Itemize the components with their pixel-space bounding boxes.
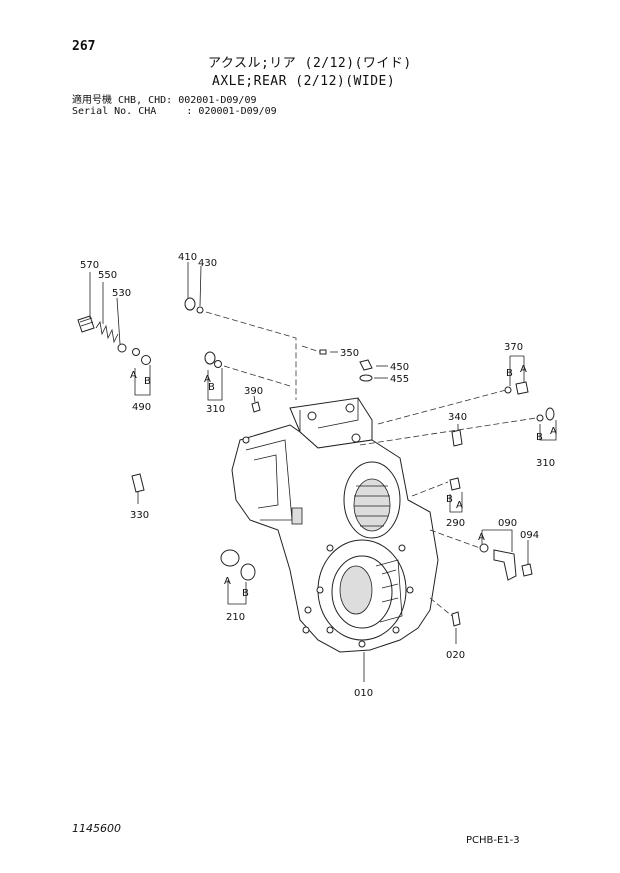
sensor-090 (479, 543, 517, 581)
ball-530 (117, 343, 127, 353)
letter-b-310-left: B (208, 382, 215, 393)
letter-b-210: B (242, 588, 249, 599)
spring-550 (95, 320, 119, 344)
letter-a-370: A (520, 364, 527, 375)
label-090: 090 (498, 518, 517, 529)
label-370: 370 (504, 342, 523, 353)
letter-a-290: A (456, 500, 463, 511)
letter-a-490: A (130, 370, 137, 381)
serial-line-1: 適用号機 CHB, CHD: 002001-D09/09 (72, 95, 257, 106)
label-330: 330 (130, 510, 149, 521)
label-530: 530 (112, 288, 131, 299)
bolt-330 (131, 473, 145, 493)
letter-a-310-right: A (550, 426, 557, 437)
plug-570 (77, 315, 95, 333)
assembly-lines (205, 311, 537, 617)
plug-370 (504, 381, 529, 395)
label-450: 450 (390, 362, 409, 373)
label-094: 094 (520, 530, 539, 541)
bolt-020 (451, 611, 461, 627)
label-010: 010 (354, 688, 373, 699)
letter-b-490: B (144, 376, 151, 387)
plug-450 (359, 359, 373, 371)
label-310-left: 310 (206, 404, 225, 415)
label-290: 290 (446, 518, 465, 529)
pin-350 (319, 349, 327, 355)
label-310-right: 310 (536, 458, 555, 469)
label-210: 210 (226, 612, 245, 623)
letter-b-290: B (446, 494, 453, 505)
label-570: 570 (80, 260, 99, 271)
serial-line-2: Serial No. CHA : 020001-D09/09 (72, 106, 277, 117)
label-490: 490 (132, 402, 151, 413)
o-ring-455 (359, 374, 373, 382)
letter-a-090: A (478, 532, 485, 543)
callout-labels: 570 550 530 A B 490 410 430 A B 310 390 … (80, 252, 557, 699)
page-number: 267 (72, 39, 96, 54)
letter-a-210: A (224, 576, 231, 587)
pin-390 (251, 401, 261, 413)
leader-lines (89, 262, 557, 682)
plug-410 (184, 297, 204, 314)
plug-310-right (536, 407, 555, 422)
plug-210 (220, 549, 256, 581)
footer-reference-code: 1145600 (72, 822, 121, 835)
axle-housing (231, 397, 439, 653)
label-350: 350 (340, 348, 359, 359)
label-390: 390 (244, 386, 263, 397)
letter-b-370: B (506, 368, 513, 379)
title-english: AXLE;REAR (2/12)(WIDE) (212, 74, 396, 89)
label-020: 020 (446, 650, 465, 661)
label-430: 430 (198, 258, 217, 269)
label-550: 550 (98, 270, 117, 281)
label-340: 340 (448, 412, 467, 423)
letter-b-310-right: B (536, 432, 543, 443)
footer-page-code: PCHB-E1-3 (466, 835, 520, 846)
bolt-290 (449, 477, 461, 491)
plug-490 (132, 348, 151, 365)
label-455: 455 (390, 374, 409, 385)
screw-094 (521, 563, 533, 577)
title-japanese: アクスル;リア (2/12)(ワイド) (208, 56, 412, 71)
label-410: 410 (178, 252, 197, 263)
stud-340 (451, 429, 463, 447)
letter-a-310-left: A (204, 374, 211, 385)
plug-310-left (204, 351, 222, 368)
